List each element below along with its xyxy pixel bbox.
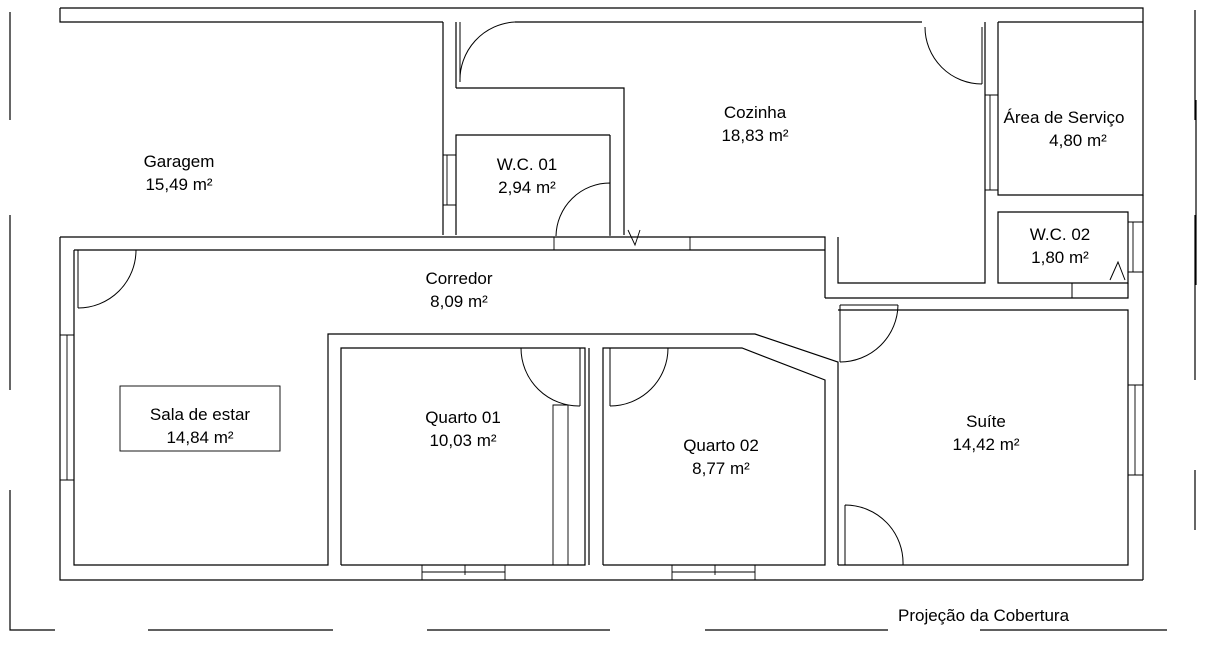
room-name: Suíte bbox=[966, 412, 1006, 431]
room-area: 8,77 m² bbox=[692, 459, 750, 478]
room-label-cozinha: Cozinha 18,83 m² bbox=[721, 103, 788, 145]
door-swings bbox=[77, 21, 1126, 566]
room-label-garagem: Garagem 15,49 m² bbox=[144, 152, 215, 194]
room-area: 15,49 m² bbox=[145, 175, 212, 194]
room-label-quarto02: Quarto 02 8,77 m² bbox=[683, 436, 759, 478]
room-name: Cozinha bbox=[724, 103, 787, 122]
room-area: 4,80 m² bbox=[1049, 131, 1107, 150]
room-label-quarto01: Quarto 01 10,03 m² bbox=[425, 408, 501, 450]
room-name: Corredor bbox=[425, 269, 492, 288]
garage-walls bbox=[442, 22, 625, 235]
room-name: Garagem bbox=[144, 152, 215, 171]
room-label-corredor: Corredor 8,09 m² bbox=[425, 269, 492, 311]
bedroom-walls bbox=[340, 347, 826, 566]
roof-projection-label: Projeção da Cobertura bbox=[898, 606, 1070, 625]
room-area: 1,80 m² bbox=[1031, 248, 1089, 267]
room-name: Sala de estar bbox=[150, 405, 251, 424]
kitchen-walls bbox=[837, 22, 1144, 284]
room-area: 10,03 m² bbox=[429, 431, 496, 450]
room-area: 14,84 m² bbox=[166, 428, 233, 447]
room-name: W.C. 01 bbox=[497, 155, 557, 174]
room-name: Quarto 01 bbox=[425, 408, 501, 427]
main-block-walls bbox=[59, 236, 1143, 581]
room-area: 18,83 m² bbox=[721, 126, 788, 145]
room-name: Quarto 02 bbox=[683, 436, 759, 455]
room-label-suite: Suíte 14,42 m² bbox=[952, 412, 1019, 454]
room-area: 2,94 m² bbox=[498, 178, 556, 197]
room-label-wc01: W.C. 01 2,94 m² bbox=[497, 155, 557, 197]
room-label-area-servico: Área de Serviço 4,80 m² bbox=[1004, 108, 1125, 150]
top-wall bbox=[59, 7, 1144, 23]
room-area: 8,09 m² bbox=[430, 292, 488, 311]
roof-projection-outline bbox=[9, 10, 1197, 631]
room-name: W.C. 02 bbox=[1030, 225, 1090, 244]
bottom-windows bbox=[421, 229, 756, 580]
sala-label-box bbox=[119, 385, 281, 452]
room-label-sala-estar: Sala de estar 14,84 m² bbox=[150, 405, 251, 447]
room-name: Área de Serviço bbox=[1004, 108, 1125, 127]
room-label-wc02: W.C. 02 1,80 m² bbox=[1030, 225, 1090, 267]
room-area: 14,42 m² bbox=[952, 435, 1019, 454]
